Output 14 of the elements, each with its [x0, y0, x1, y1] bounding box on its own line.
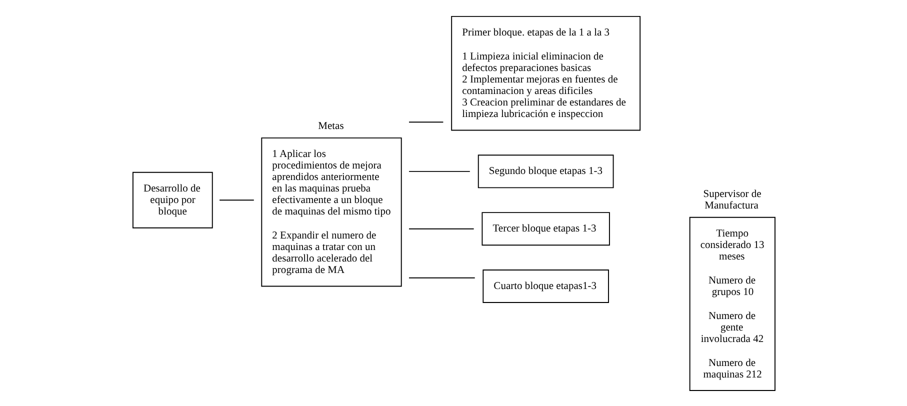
connector	[408, 170, 470, 172]
node-box: Desarrollo de equipo por bloque	[132, 172, 213, 228]
connector	[408, 122, 444, 123]
node-box: Primer bloque. etapas de la 1 a la 3 1 Limpieza inicial eliminacion de defectos preparaciones basicas 2 Implementar mejoras en fuentes de contaminacion y areas dificiles 3 Creacion preliminar de estandares de limpieza lubricación e inspeccion	[451, 16, 641, 131]
node-box: Tiempo considerado 13 meses Numero de grupos 10 Numero de gente involucrada 42 Numero de maquinas 212	[689, 216, 776, 392]
node-box: Cuarto bloque etapas1-3	[482, 270, 609, 303]
connector	[219, 200, 254, 201]
connector	[408, 228, 474, 230]
connector	[408, 277, 476, 278]
node-box: Segundo bloque etapas 1-3	[478, 154, 614, 188]
node-label: Supervisor de Manufactura	[703, 189, 762, 212]
node-label: Metas	[318, 121, 344, 132]
node-box: Tercer bloque etapas 1-3	[482, 212, 610, 246]
node-box: 1 Aplicar los procedimientos de mejora aprendidos anteriormente en las maquinas prueba efectivamente a un bloque de maquinas del mismo tipo 2 Expandir el numero de maquinas a tratar con un desarrollo acelerado del programa de MA	[261, 137, 402, 287]
